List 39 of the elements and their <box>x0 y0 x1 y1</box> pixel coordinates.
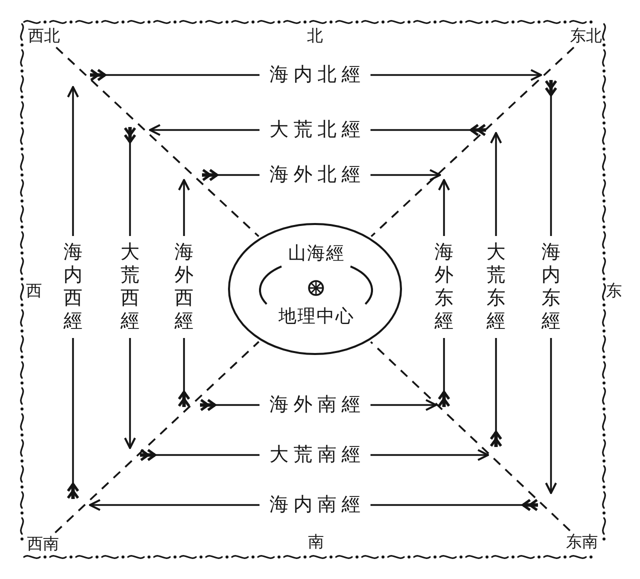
arrow <box>545 338 557 494</box>
arrow-label: 大荒北經 <box>264 120 366 140</box>
direction-label: 南 <box>308 534 324 550</box>
direction-label: 西北 <box>28 28 60 44</box>
direction-label: 西南 <box>27 536 59 552</box>
center-ellipse <box>228 223 402 355</box>
arrow-label: 海外东經 <box>434 241 454 333</box>
arrow <box>124 338 136 449</box>
direction-label: 东南 <box>566 534 598 550</box>
direction-label: 北 <box>307 28 323 44</box>
arrow-label: 大荒西經 <box>120 241 140 333</box>
arrow-label: 海内东經 <box>542 241 560 333</box>
arrow <box>490 132 502 236</box>
arrow-label: 海外南經 <box>264 396 366 414</box>
arrow-label: 海内南經 <box>264 496 366 514</box>
arrow <box>149 124 260 136</box>
ellipse-label: 山海經 <box>287 245 345 263</box>
arrow <box>370 169 441 181</box>
arrow-label: 海内北經 <box>264 66 366 84</box>
arrow <box>370 449 489 461</box>
arrow <box>370 399 437 411</box>
arrow-label: 海内西經 <box>64 241 82 333</box>
arrow-label: 海外北經 <box>264 166 366 184</box>
arrow-label: 海外西經 <box>174 241 194 333</box>
arrow-label: 大荒南經 <box>264 446 366 464</box>
ellipse-label: 地理中心 <box>278 308 354 326</box>
arrow <box>67 86 79 236</box>
arrow-label: 大荒东經 <box>486 241 506 333</box>
dashed-line <box>56 46 260 238</box>
dashed-line <box>370 46 574 238</box>
dashed-line <box>54 341 260 534</box>
direction-label: 东 <box>606 283 622 299</box>
arrow <box>438 179 450 236</box>
dashed-line <box>370 341 571 532</box>
direction-label: 东北 <box>570 28 602 44</box>
direction-label: 西 <box>26 283 42 299</box>
arrow <box>370 69 542 81</box>
arrow <box>89 499 260 511</box>
arrow <box>178 179 190 236</box>
